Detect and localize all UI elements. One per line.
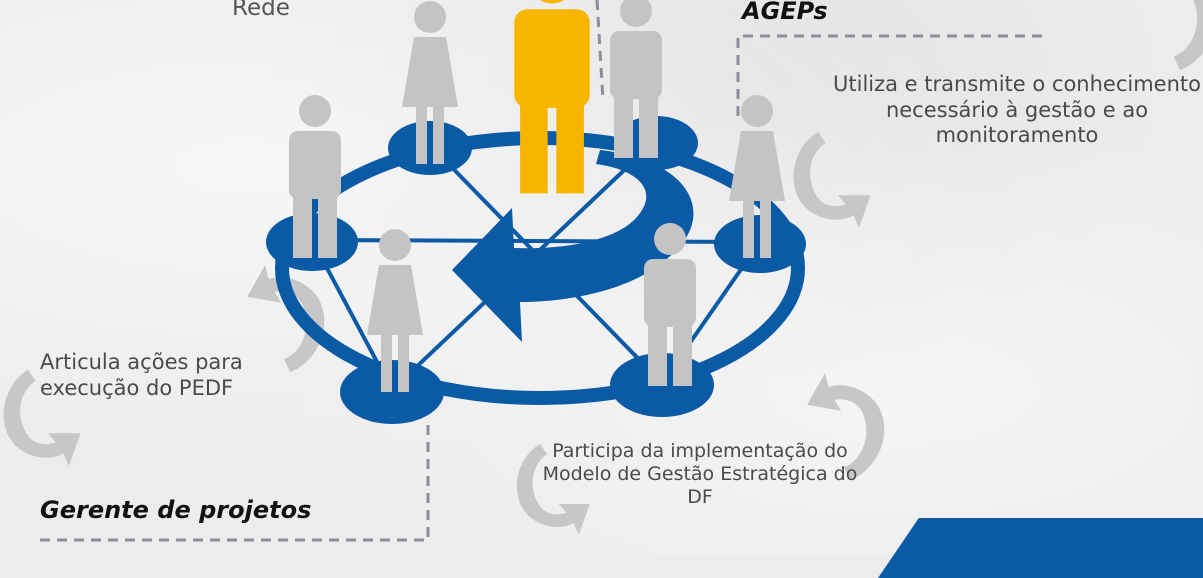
cycle-arrow-icon bbox=[452, 150, 694, 342]
gerente-description: Articula ações para execução do PEDF bbox=[40, 350, 243, 400]
rede-partial-label: Rede bbox=[232, 0, 290, 21]
person-icon-highlighted bbox=[514, 0, 590, 194]
gerente-heading: Gerente de projetos bbox=[40, 496, 312, 524]
gerente-leader-line bbox=[40, 420, 430, 542]
corner-accent-tab bbox=[878, 518, 1203, 578]
ageps-heading: AGEPs bbox=[742, 0, 828, 25]
agep-description: Utiliza e transmite o conhecimento neces… bbox=[833, 72, 1201, 148]
network-diagram bbox=[0, 0, 1203, 542]
modelo-description: Participa da implementação do Modelo de … bbox=[542, 440, 858, 509]
rede-leader-line bbox=[595, 0, 605, 101]
agep-leader-line bbox=[736, 34, 1042, 120]
arrow-icon-agep-top bbox=[1114, 0, 1203, 77]
leader-lines bbox=[40, 0, 1042, 542]
